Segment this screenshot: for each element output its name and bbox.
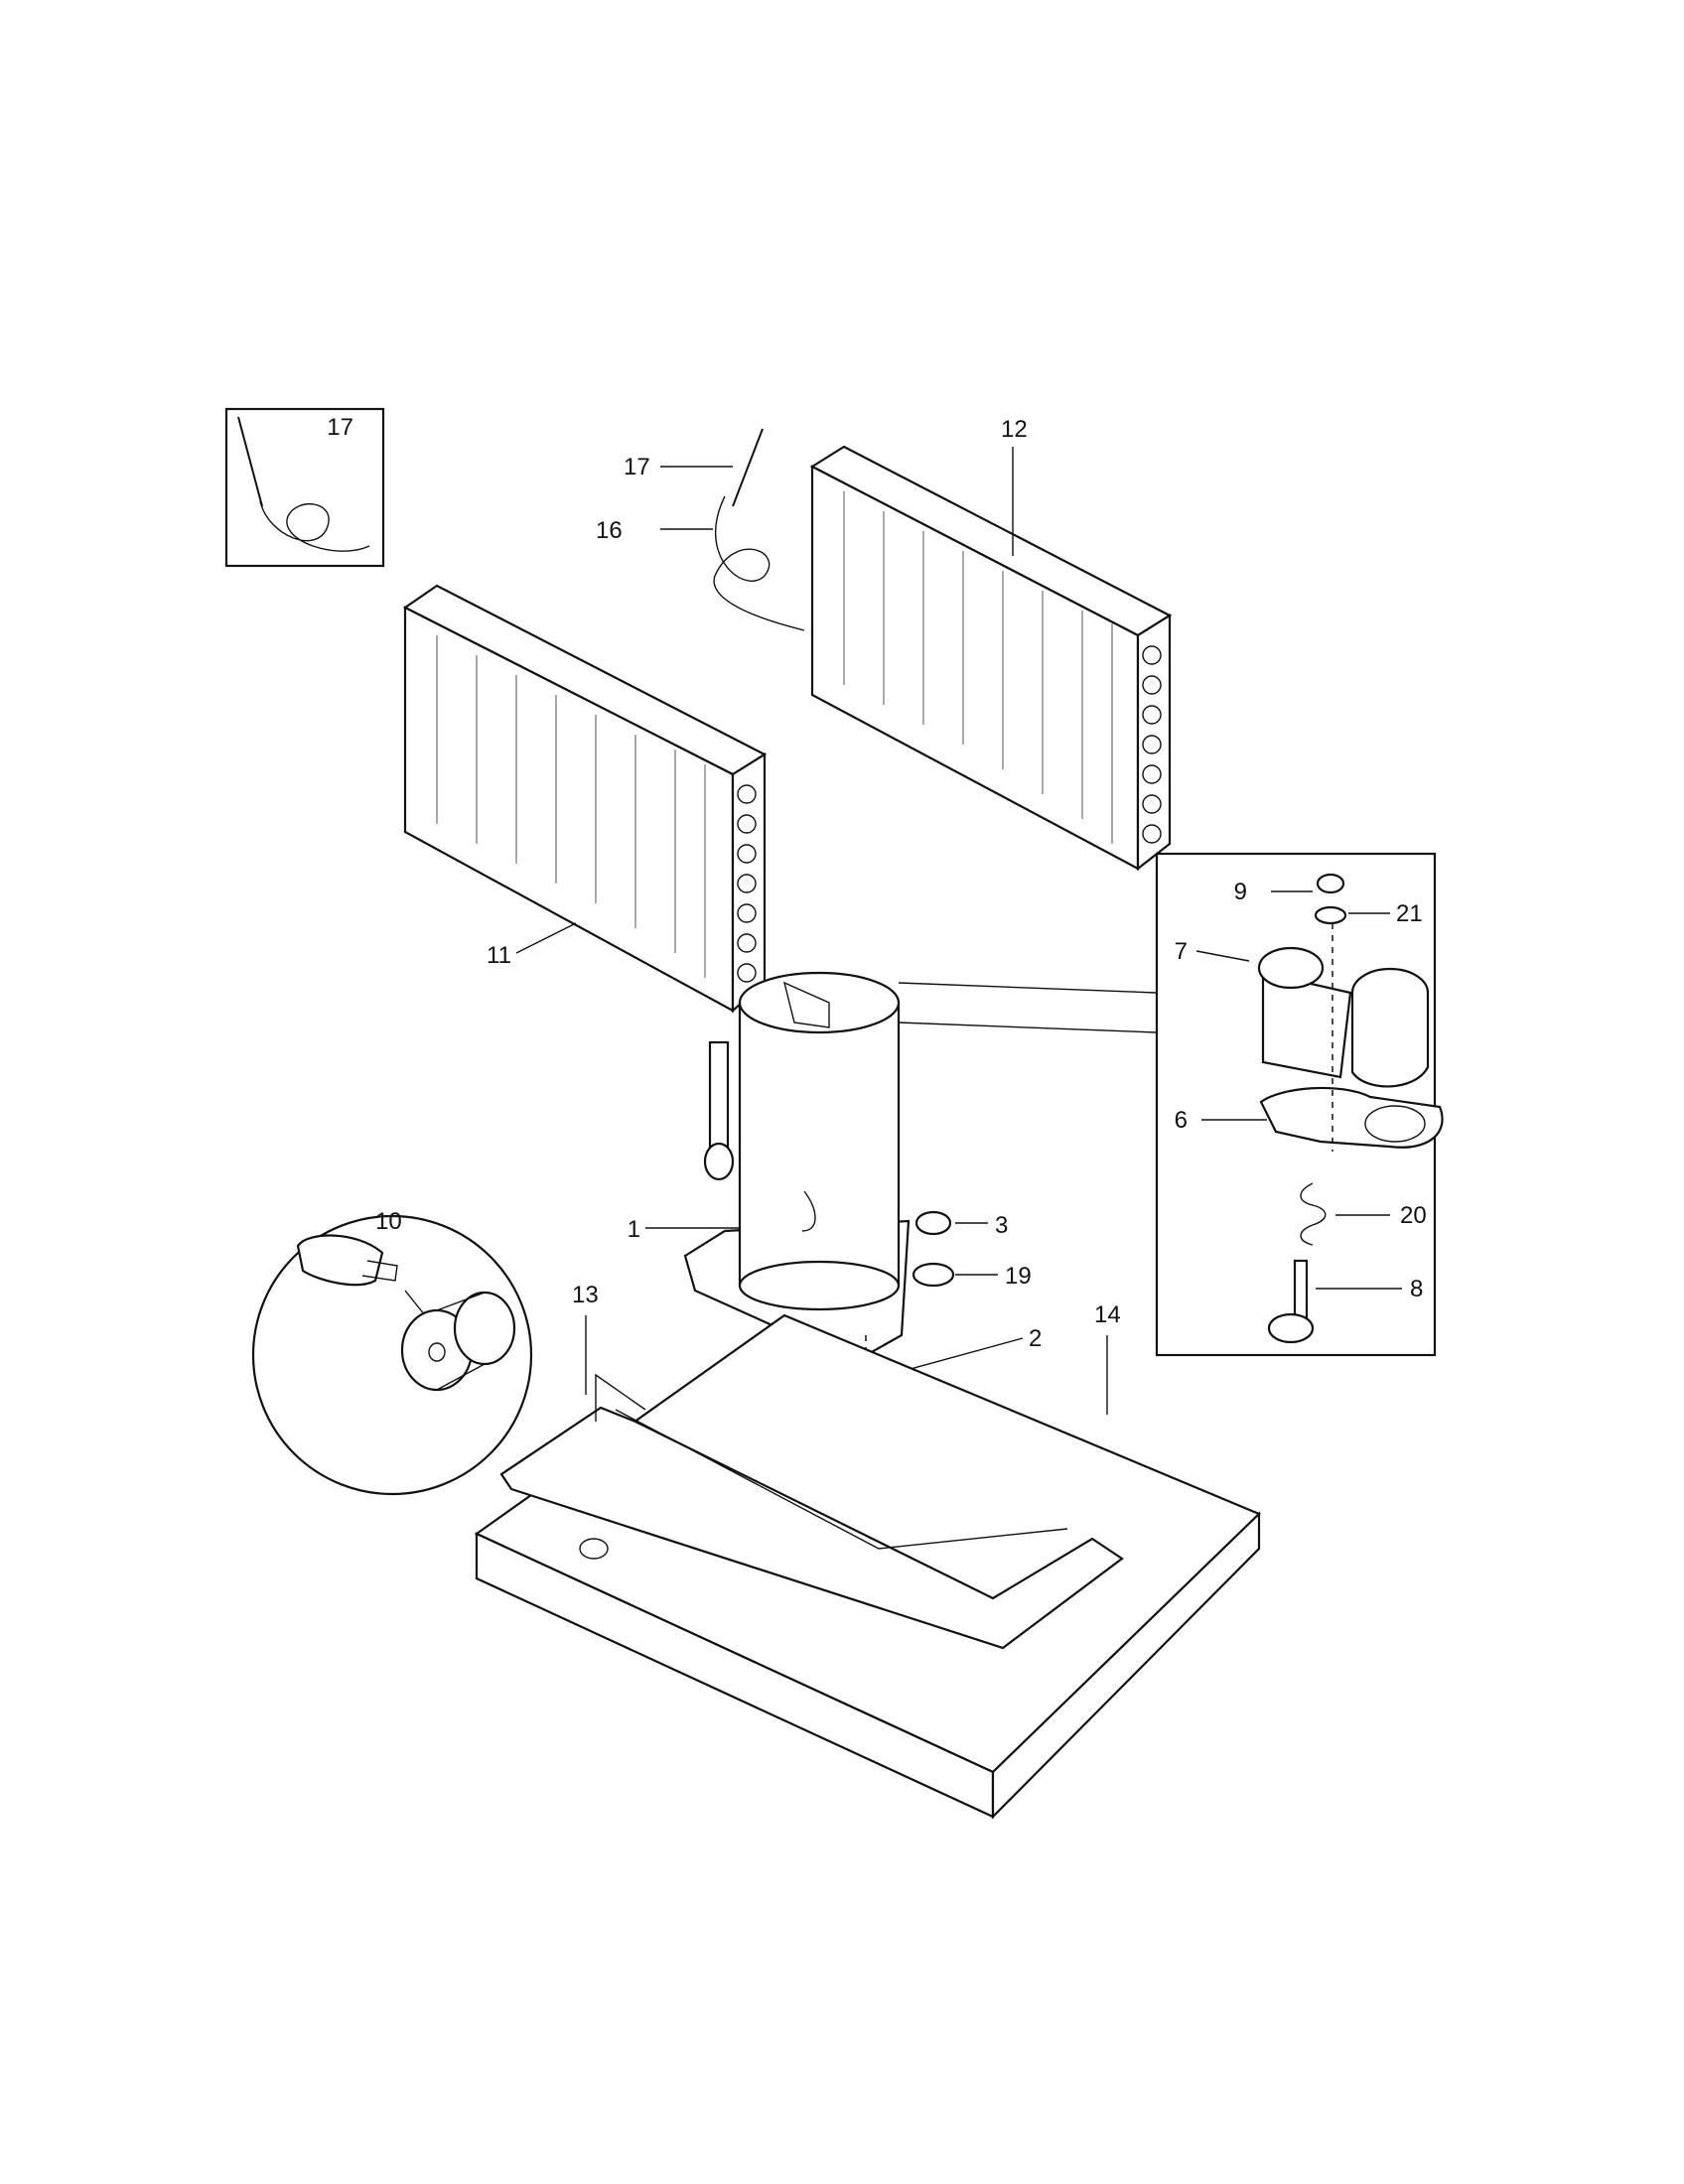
inset-terminal-cover-detail: 9 21 7 6 20 8 (1155, 852, 1444, 1357)
callout-10: 10 (375, 1208, 402, 1235)
callout-9: 9 (1234, 879, 1247, 905)
callout-2: 2 (1029, 1325, 1042, 1352)
inset-capillary-detail: 17 (224, 407, 385, 568)
callout-17-inset: 17 (327, 414, 353, 441)
compressor-1: 1 (628, 971, 1158, 1364)
callout-20: 20 (1400, 1202, 1427, 1229)
callout-6: 6 (1175, 1107, 1188, 1134)
callout-7: 7 (1175, 938, 1188, 965)
callout-13: 13 (572, 1282, 599, 1308)
capillary-tube: 17 16 (596, 428, 805, 631)
callout-3: 3 (995, 1212, 1008, 1239)
callout-1: 1 (628, 1216, 640, 1243)
callout-17: 17 (624, 454, 650, 480)
frame-13: 13 (499, 1282, 1124, 1650)
callout-14: 14 (1094, 1301, 1121, 1328)
callout-12: 12 (1001, 416, 1028, 443)
callout-19: 19 (1005, 1263, 1032, 1290)
inset-mount-detail-10: 10 (251, 1208, 533, 1496)
callout-16: 16 (596, 517, 623, 544)
coil-11: 11 (402, 584, 768, 1014)
callout-8: 8 (1410, 1276, 1423, 1302)
coil-12: 12 (809, 416, 1173, 872)
nut-3-washer-19: 3 19 (912, 1210, 1032, 1290)
callout-21: 21 (1396, 900, 1423, 927)
callout-11: 11 (487, 942, 511, 969)
